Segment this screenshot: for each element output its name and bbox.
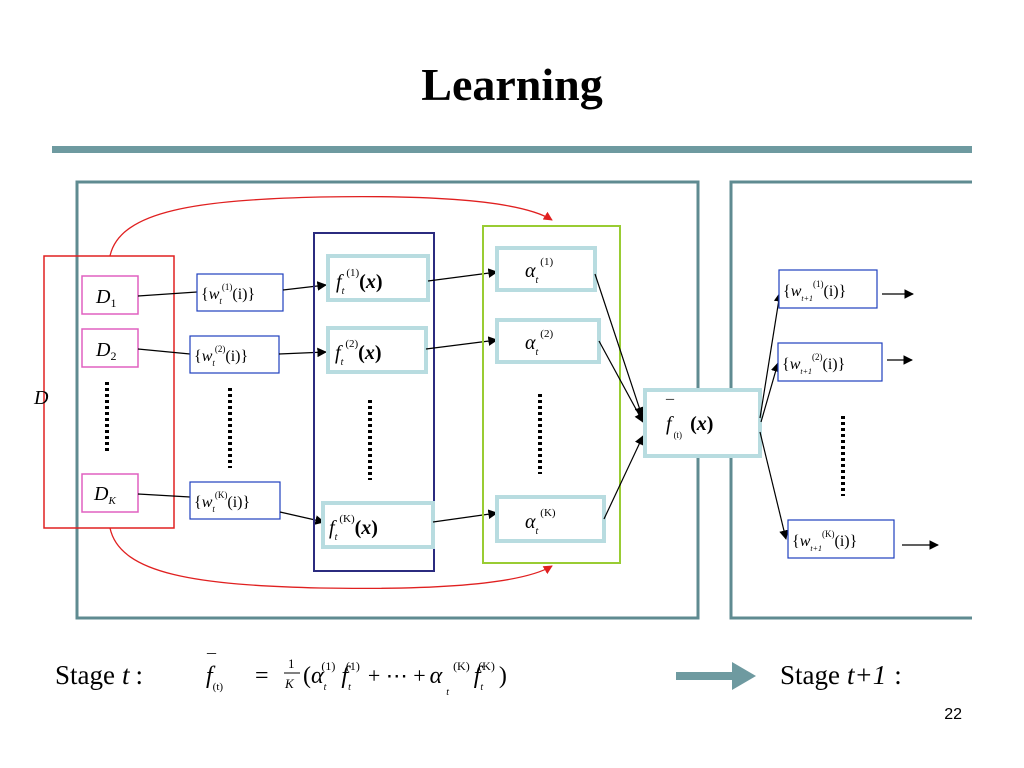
weight-box-K [189,481,281,520]
weight-box-1 [196,273,284,312]
next-weight-box-2 [777,342,883,382]
combined-classifier-box [643,388,762,458]
subset-box-1 [81,275,139,315]
next-weight-box-K [787,519,895,559]
classifier-box-K [321,501,435,549]
weight-label-K: {wt(K)(i)} [194,490,250,514]
classifier-label-K: ft(K)(x) [329,513,378,543]
weight-label-2: {wt(2)(i)} [194,344,248,368]
formula-fbar: f(t) [206,663,223,693]
arrow-a2-combined [598,340,644,423]
connector-d2-w2 [137,348,191,355]
classifier-box-2 [326,326,428,374]
classifier-label-1: ft(1)(x) [336,267,383,297]
page-number: 22 [944,706,962,723]
weight-label-1: {wt(1)(i)} [201,282,255,306]
connector-dK-wK [137,493,191,498]
arrow-f1-a1 [427,268,498,282]
combined-classifier-bar: ¯ [665,398,675,415]
dataset-box [43,255,175,529]
arrow-w1-f1 [282,281,327,291]
stage-transition-arrowhead [732,662,756,690]
alpha-box-2 [495,318,601,364]
subset-label-K: DK [93,483,116,507]
formula-equals: = [255,663,269,689]
alpha-label-K: αt(K) [525,507,556,537]
weight-box-2 [189,335,280,374]
next-weight-label-1: {wt+1(1)(i)} [783,279,846,303]
title-divider [52,146,972,153]
subset-label-1: D1 [95,286,116,310]
dataset-label: D [33,387,49,409]
alpha-label-2: αt(2) [525,328,553,358]
arrow-a1-combined [594,273,644,417]
arrow-w2-f2 [278,347,327,358]
classifier-label-2: ft(2)(x) [335,338,382,368]
formula-frac-num: 1 [288,656,295,671]
alpha-box-K [495,495,606,543]
classifier-group [313,232,435,572]
subset-box-2 [81,328,139,368]
formula-frac-den: K [284,676,295,691]
classifier-box-1 [326,254,430,302]
subset-label-2: D2 [95,339,116,363]
top-curve-arrow [109,195,553,257]
stage-t-panel [75,180,700,620]
alpha-box-1 [495,246,597,292]
arrow-combined-w2 [760,362,781,423]
alpha-label-1: αt(1) [525,256,553,286]
connector-d1-w1 [137,291,198,297]
arrow-combined-w1 [759,292,784,419]
arrow-fK-aK [432,509,498,523]
next-weight-label-2: {wt+1(2)(i)} [782,352,845,376]
arrow-aK-combined [603,435,644,520]
next-weight-box-1 [778,269,878,309]
bottom-curve-arrow [109,527,553,590]
next-weight-label-K: {wt+1(K)(i)} [792,529,857,553]
formula-fbar-bar: ¯ [206,651,217,671]
alpha-group [482,225,621,564]
subset-box-K [81,473,139,513]
arrow-f2-a2 [425,336,498,350]
arrow-combined-wK [759,431,789,540]
combined-classifier-label: f(t)(x) [666,413,713,440]
arrow-wK-fK [279,511,325,525]
formula-sum: (αt(1)ft(1)+ ⋯ +αt(K)ft(K)) [303,659,507,698]
slide-title: Learning [421,59,603,110]
